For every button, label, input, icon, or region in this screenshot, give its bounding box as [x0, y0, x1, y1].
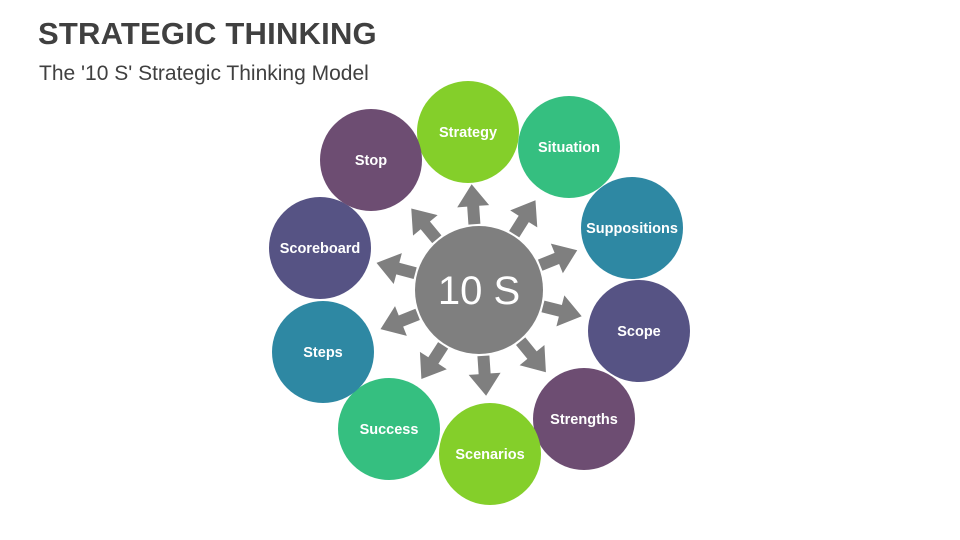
node-success: Success — [338, 378, 440, 480]
node-stop: Stop — [320, 109, 422, 211]
arrow-scoreboard — [376, 253, 417, 285]
arrows-group — [376, 184, 582, 396]
node-label-situation: Situation — [538, 140, 600, 156]
node-scoreboard: Scoreboard — [269, 197, 371, 299]
arrow-strategy — [457, 184, 490, 225]
node-label-stop: Stop — [355, 153, 387, 169]
node-strategy: Strategy — [417, 81, 519, 183]
nodes-group: StrategySituationSuppositionsScopeStreng… — [269, 81, 690, 505]
node-label-scope: Scope — [617, 324, 661, 340]
arrow-scope — [541, 295, 582, 327]
node-circle-steps — [272, 301, 374, 403]
node-circle-stop — [320, 109, 422, 211]
node-strengths: Strengths — [533, 368, 635, 470]
node-circle-strengths — [533, 368, 635, 470]
page-title: STRATEGIC THINKING — [38, 16, 377, 51]
node-situation: Situation — [518, 96, 620, 198]
node-circle-scoreboard — [269, 197, 371, 299]
node-steps: Steps — [272, 301, 374, 403]
node-circle-scope — [588, 280, 690, 382]
node-circle-success — [338, 378, 440, 480]
node-label-strengths: Strengths — [550, 412, 618, 428]
arrow-success — [419, 342, 449, 379]
arrow-scenarios — [468, 355, 501, 396]
arrow-steps — [380, 306, 420, 336]
node-scope: Scope — [588, 280, 690, 382]
arrow-suppositions — [537, 243, 578, 274]
node-label-scoreboard: Scoreboard — [280, 241, 361, 257]
node-scenarios: Scenarios — [439, 403, 541, 505]
center-label: 10 S — [438, 269, 520, 313]
center-circle — [415, 226, 543, 354]
arrow-strengths — [516, 337, 546, 373]
node-label-success: Success — [360, 422, 419, 438]
node-label-scenarios: Scenarios — [455, 447, 524, 463]
node-circle-situation — [518, 96, 620, 198]
node-circle-suppositions — [581, 177, 683, 279]
node-circle-strategy — [417, 81, 519, 183]
node-label-steps: Steps — [303, 345, 343, 361]
node-circle-scenarios — [439, 403, 541, 505]
node-label-strategy: Strategy — [439, 125, 497, 141]
node-label-suppositions: Suppositions — [586, 221, 678, 237]
arrow-situation — [509, 200, 538, 238]
page-subtitle: The '10 S' Strategic Thinking Model — [39, 62, 369, 85]
arrow-stop — [411, 208, 442, 244]
node-suppositions: Suppositions — [581, 177, 683, 279]
